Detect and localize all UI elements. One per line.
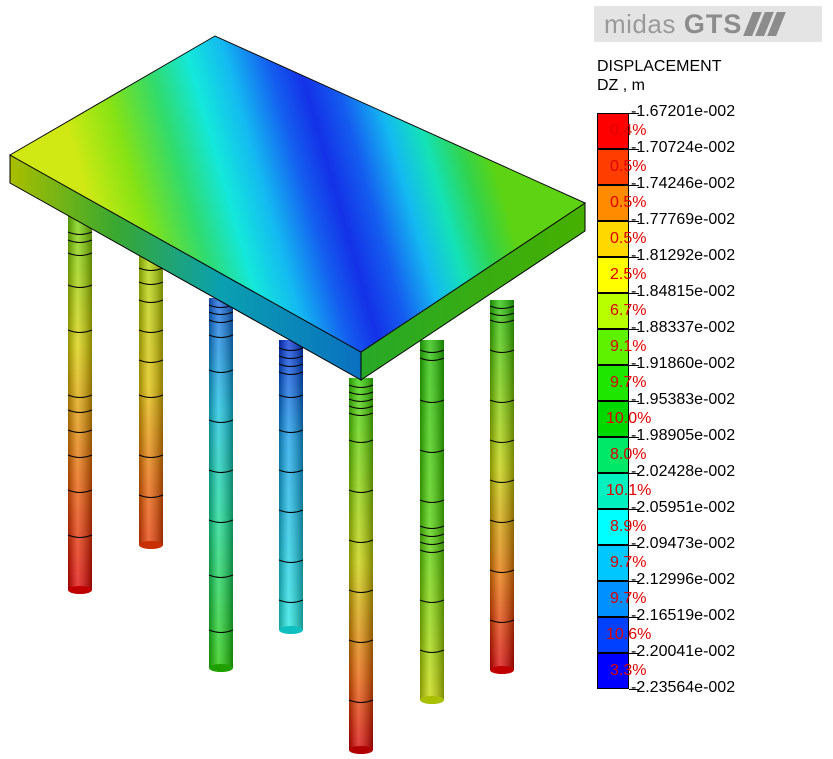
legend-color-band <box>597 149 629 185</box>
legend-tick <box>629 185 639 186</box>
legend-value: -1.70724e-002 <box>631 139 736 156</box>
legend-tick <box>629 653 639 654</box>
legend-tick <box>629 545 639 546</box>
logo-slashes-icon <box>743 12 787 36</box>
legend-band-percent: 10.6% <box>606 626 652 643</box>
legend-band-percent: 9.1% <box>610 338 647 355</box>
legend-color-band <box>597 221 629 257</box>
legend-value: -2.16519e-002 <box>631 607 736 624</box>
legend-value: -1.81292e-002 <box>631 247 736 264</box>
legend-band-percent: 8.0% <box>610 446 647 463</box>
legend-value: -1.74246e-002 <box>631 175 736 192</box>
pile-4 <box>278 340 304 634</box>
legend-tick <box>629 437 639 438</box>
legend-color-band <box>597 581 629 617</box>
legend-band-percent: 9.7% <box>610 554 647 571</box>
legend-tick <box>629 221 639 222</box>
legend-band-percent: 0.5% <box>610 230 647 247</box>
legend-value: -1.77769e-002 <box>631 211 736 228</box>
logo-word: midas <box>604 8 676 39</box>
legend-color-band <box>597 437 629 473</box>
legend-color-band <box>597 653 629 689</box>
legend-color-band <box>597 185 629 221</box>
legend-tick <box>629 257 639 258</box>
legend-color-band <box>597 257 629 293</box>
legend-value: -1.84815e-002 <box>631 283 736 300</box>
legend-tick <box>629 365 639 366</box>
pile-1 <box>67 215 93 594</box>
legend-band-percent: 0.4% <box>610 122 647 139</box>
legend-value: -1.88337e-002 <box>631 319 736 336</box>
slab-top-face <box>8 35 587 353</box>
legend-band-percent: 10.0% <box>606 410 652 427</box>
legend-tick <box>629 473 639 474</box>
legend-color-band <box>597 365 629 401</box>
pile-cap-slab <box>8 35 587 381</box>
legend-band-percent: 6.7% <box>610 302 647 319</box>
legend-color-band <box>597 509 629 545</box>
legend-tick <box>629 113 639 114</box>
legend-color-band <box>597 617 629 653</box>
legend-band-percent: 2.5% <box>610 266 647 283</box>
legend-value: -2.12996e-002 <box>631 571 736 588</box>
legend-value: -2.05951e-002 <box>631 499 736 516</box>
legend-tick <box>629 617 639 618</box>
legend-color-band <box>597 401 629 437</box>
legend-tick <box>629 329 639 330</box>
legend-value: -2.23564e-002 <box>631 679 736 696</box>
legend-unit: DZ , m <box>597 77 645 94</box>
legend-band-percent: 10.1% <box>606 482 652 499</box>
pile-5 <box>348 378 374 754</box>
legend-value: -2.20041e-002 <box>631 643 736 660</box>
legend-band-percent: 8.9% <box>610 518 647 535</box>
midas-gts-logo: midas GTS <box>594 6 822 42</box>
pile-3 <box>208 298 234 672</box>
legend-color-band <box>597 473 629 509</box>
legend-title: DISPLACEMENT <box>597 58 722 75</box>
legend-value: -2.09473e-002 <box>631 535 736 552</box>
legend-tick <box>629 149 639 150</box>
legend-tick <box>629 509 639 510</box>
legend-value: -2.02428e-002 <box>631 463 736 480</box>
pile-2 <box>138 255 164 549</box>
legend-color-band <box>597 545 629 581</box>
legend-band-percent: 3.3% <box>610 662 647 679</box>
legend-band-percent: 0.5% <box>610 158 647 175</box>
legend-value: -1.67201e-002 <box>631 103 736 120</box>
pile-6 <box>419 340 445 704</box>
legend-value: -1.95383e-002 <box>631 391 736 408</box>
legend-band-percent: 9.7% <box>610 374 647 391</box>
legend-band-percent: 0.5% <box>610 194 647 211</box>
legend-tick <box>629 581 639 582</box>
legend-value: -1.91860e-002 <box>631 355 736 372</box>
legend-color-band <box>597 329 629 365</box>
legend-value: -1.98905e-002 <box>631 427 736 444</box>
legend-tick <box>629 401 639 402</box>
pile-7 <box>489 300 515 674</box>
legend-color-band <box>597 293 629 329</box>
legend-band-percent: 9.7% <box>610 590 647 607</box>
legend-tick <box>629 689 639 690</box>
logo-product: GTS <box>683 8 743 39</box>
legend-color-band <box>597 113 629 149</box>
legend-tick <box>629 293 639 294</box>
